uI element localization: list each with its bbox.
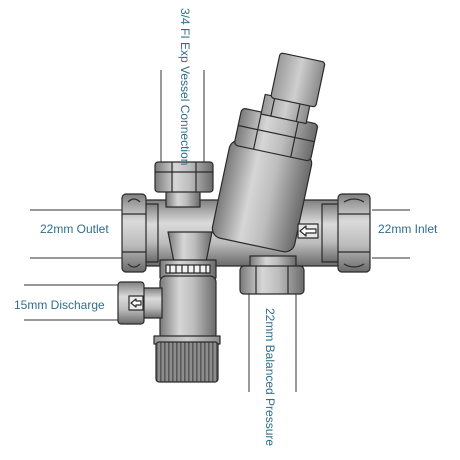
label-outlet: 22mm Outlet bbox=[40, 222, 109, 236]
balanced-pressure-nut bbox=[239, 255, 305, 295]
label-inlet: 22mm Inlet bbox=[378, 222, 438, 236]
label-vessel-connection: 3/4 FI Exp Vessel Connection bbox=[178, 8, 192, 166]
discharge-valve-neck bbox=[159, 231, 217, 341]
adjuster-cap bbox=[270, 52, 326, 108]
label-balanced-pressure: 22mm Balanced Pressure bbox=[263, 308, 277, 447]
discharge-ribbed-cap bbox=[153, 335, 221, 383]
guide-lines bbox=[24, 70, 410, 392]
outlet-compression-nut bbox=[121, 193, 159, 273]
inlet-compression-nut bbox=[321, 193, 371, 273]
pressure-reducing-valve bbox=[211, 52, 326, 253]
flow-arrow-icon bbox=[297, 223, 319, 239]
label-discharge: 15mm Discharge bbox=[14, 298, 105, 312]
vessel-connection-fitting bbox=[154, 161, 214, 208]
discharge-outlet bbox=[117, 281, 163, 325]
